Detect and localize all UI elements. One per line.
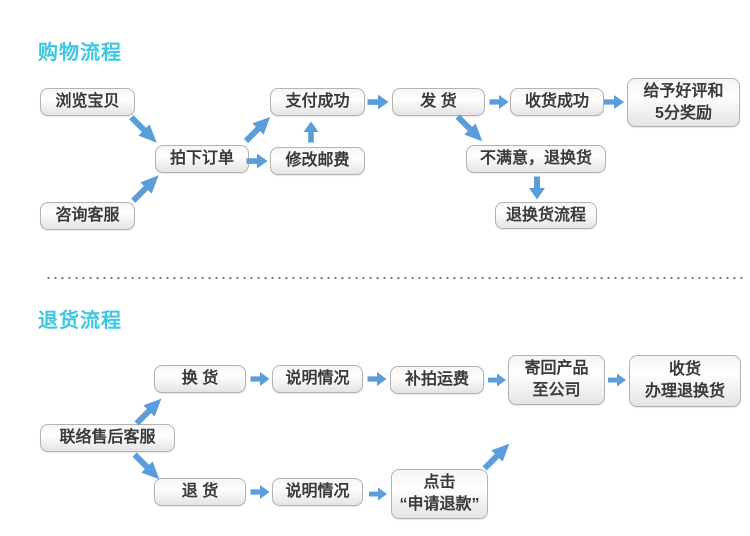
flow-node-label: 补拍运费: [404, 371, 469, 388]
flow-node-label: 咨询客服: [55, 207, 120, 224]
flow-node-exchange-goods: 换 货: [154, 365, 246, 393]
arrow-ne-icon: [134, 398, 162, 425]
flow-node-label: 寄回产品: [524, 360, 589, 377]
arrow-right-icon: [250, 371, 269, 387]
flow-node-return-goods: 退 货: [154, 478, 246, 506]
dotted-divider: [45, 276, 745, 280]
flow-node-good-review-reward: 给予好评和 5分奖励: [627, 78, 740, 127]
arrow-down-icon: [529, 176, 545, 199]
flow-node-label: 点击: [423, 474, 456, 491]
flow-node-click-apply-refund: 点击 “申请退款”: [391, 469, 488, 519]
flow-node-extra-shipping-fee: 补拍运费: [390, 366, 484, 394]
flow-node-label: 收货: [668, 361, 701, 378]
arrow-up-icon: [303, 121, 319, 142]
flow-node-browse-items: 浏览宝贝: [40, 88, 135, 116]
arrow-ne-icon: [482, 443, 510, 471]
arrow-right-icon: [367, 94, 388, 110]
flow-node-return-exchange-flow: 退换货流程: [495, 202, 597, 229]
arrow-se-icon: [129, 115, 158, 143]
flow-node-label: 发 货: [420, 93, 457, 110]
flow-node-label: 换 货: [181, 370, 219, 387]
arrow-right-icon: [250, 484, 269, 500]
arrow-right-icon: [367, 371, 386, 387]
arrow-right-icon: [608, 372, 626, 388]
arrow-ne-icon: [243, 116, 271, 143]
flow-node-contact-after-sales: 联络售后客服: [40, 424, 175, 452]
flow-node-label: 至公司: [532, 382, 581, 399]
flow-node-label: 浏览宝贝: [55, 93, 120, 110]
flow-node-explain-situation-2: 说明情况: [272, 478, 363, 506]
flow-node-label: 给予好评和: [643, 82, 724, 100]
flow-node-label: “申请退款”: [399, 496, 480, 513]
flow-node-label: 说明情况: [285, 370, 350, 387]
flow-node-receive-and-handle: 收货办理退换货: [629, 355, 741, 407]
arrow-right-icon: [604, 94, 624, 110]
flow-node-explain-situation-1: 说明情况: [272, 365, 363, 393]
return-flow-title: 退货流程: [38, 310, 122, 332]
flow-node-label: 修改邮费: [285, 152, 350, 169]
arrow-se-icon: [455, 114, 484, 142]
flow-node-label: 退换货流程: [505, 206, 586, 224]
flow-node-consult-service: 咨询客服: [40, 202, 135, 230]
flow-node-label: 5分奖励: [655, 104, 712, 122]
flow-node-not-satisfied: 不满意，退换货: [466, 145, 606, 173]
flow-node-label: 支付成功: [285, 93, 350, 110]
flow-node-label: 退 货: [181, 483, 219, 500]
flow-node-label: 不满意，退换货: [479, 150, 592, 167]
flow-node-send-back-product: 寄回产品至公司: [508, 355, 605, 405]
flow-node-label: 联络售后客服: [59, 429, 156, 446]
arrow-right-icon: [489, 94, 508, 110]
arrow-right-icon: [369, 486, 387, 502]
flow-node-label: 办理退换货: [644, 383, 725, 400]
flow-node-label: 说明情况: [285, 483, 350, 500]
flow-node-pay-success: 支付成功: [270, 88, 365, 116]
flow-node-label: 拍下订单: [169, 150, 234, 167]
shopping-flow-title: 购物流程: [38, 42, 122, 64]
flow-node-place-order: 拍下订单: [155, 145, 249, 173]
arrow-right-icon: [246, 153, 267, 169]
arrow-ne-icon: [131, 175, 160, 203]
flow-node-modify-postage: 修改邮费: [270, 147, 365, 175]
flow-node-label: 收货成功: [524, 93, 589, 110]
flow-node-ship-goods: 发 货: [392, 88, 485, 116]
arrow-se-icon: [132, 452, 160, 479]
flow-node-receive-success: 收货成功: [510, 88, 604, 116]
arrow-right-icon: [488, 372, 506, 388]
